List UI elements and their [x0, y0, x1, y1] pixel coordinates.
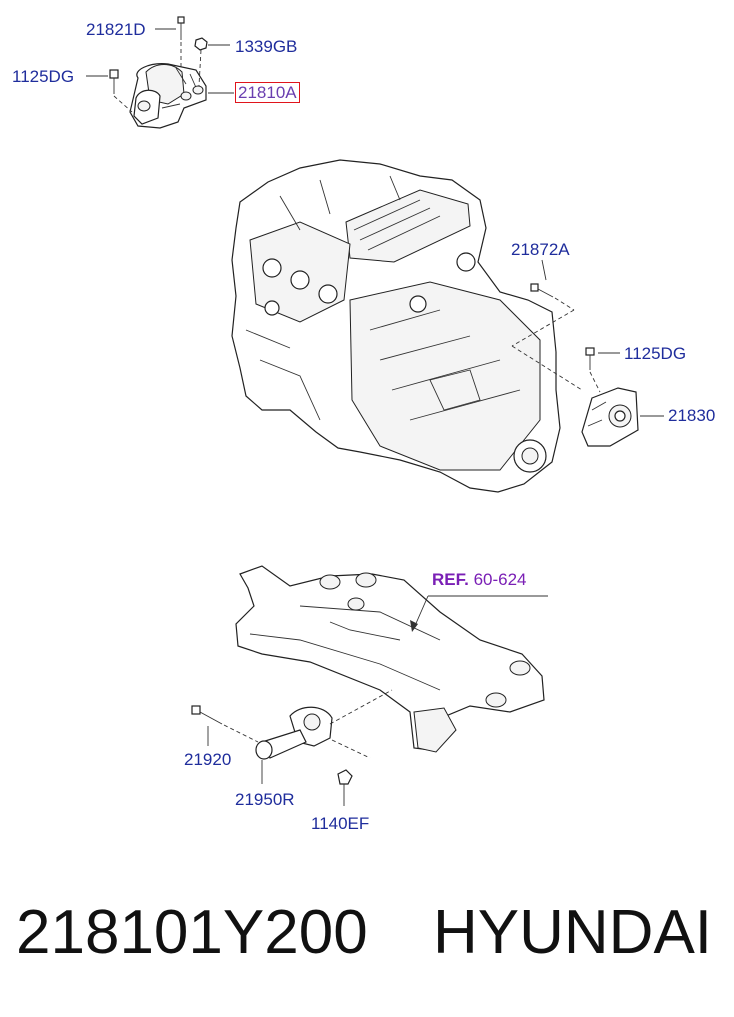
ref-label: REF. 60-624: [432, 571, 527, 588]
label-21810A-highlighted: 21810A: [235, 82, 300, 103]
label-21920: 21920: [184, 750, 232, 769]
diagram-drawing: [86, 16, 664, 806]
label-21830: 21830: [668, 406, 716, 425]
top-engine-mount: [129, 63, 207, 129]
label-21821D: 21821D: [86, 20, 146, 39]
roll-rod-21950R: [255, 689, 393, 784]
label-1140EF: 1140EF: [311, 814, 370, 833]
label-1125DG-right: 1125DG: [624, 344, 687, 363]
brand-name: HYUNDAI: [433, 898, 713, 967]
bracket-bolt-21872A: [511, 259, 583, 391]
parts-diagram: 21821D 1339GB 1125DG 21810A 21872A 1125D…: [12, 16, 716, 833]
label-21950R: 21950R: [235, 790, 295, 809]
top-bolt-21821D: [155, 16, 185, 70]
label-1125DG-top: 1125DG: [12, 67, 75, 86]
label-21872A: 21872A: [511, 240, 570, 259]
right-bolt-1125DG: [585, 347, 620, 393]
front-subframe: [235, 565, 548, 753]
ref-number: 60-624: [473, 570, 527, 589]
small-bolt-1140EF: [337, 769, 353, 806]
ref-prefix: REF.: [432, 570, 469, 589]
top-left-bolt-1125DG: [86, 69, 133, 113]
top-nut-1339GB: [194, 37, 230, 87]
right-engine-mount-21830: [581, 387, 664, 447]
rod-bolt-21920: [191, 705, 259, 746]
part-number: 218101Y200: [16, 898, 368, 967]
label-1339GB: 1339GB: [235, 37, 298, 56]
engine-transaxle: [231, 159, 561, 493]
